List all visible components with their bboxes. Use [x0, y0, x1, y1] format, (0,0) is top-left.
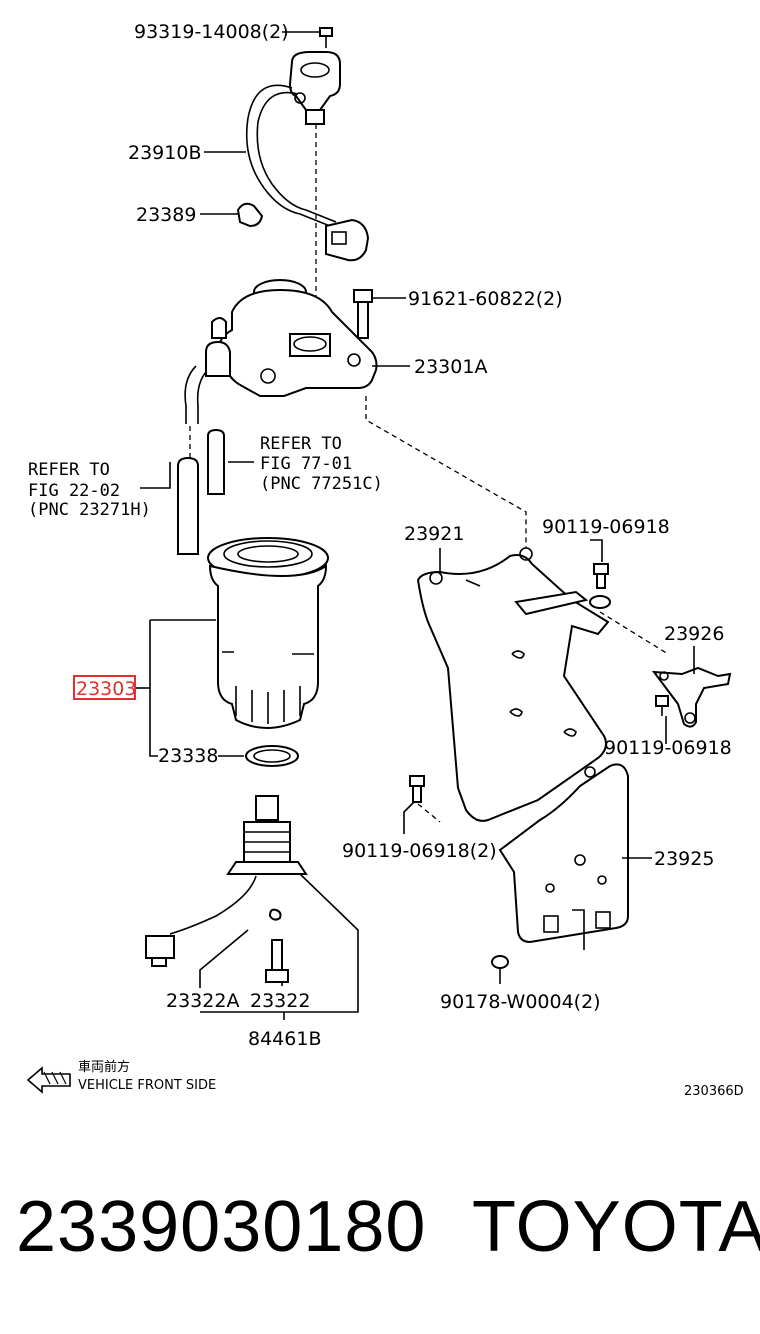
- refer-fig-77-line2: FIG 77-01: [260, 454, 352, 474]
- label-91621: 91621-60822(2): [408, 288, 563, 310]
- brand-name: TOYOTA: [472, 1187, 760, 1267]
- bolt-90119-a: [589, 563, 611, 609]
- highlight-box-23303: [73, 675, 136, 700]
- bracket-23926: [651, 666, 732, 728]
- sensor-connector: [288, 51, 341, 125]
- bracket-23921: [416, 547, 610, 822]
- label-90119-c: 90119-06918(2): [342, 840, 497, 862]
- leader-lines: [136, 31, 695, 1020]
- label-23322: 23322: [250, 990, 310, 1012]
- label-23389: 23389: [136, 204, 196, 226]
- front-arrow-icon: [26, 1066, 71, 1094]
- bracket-23925: [498, 763, 629, 950]
- front-label-en: VEHICLE FRONT SIDE: [78, 1078, 216, 1093]
- label-23303[interactable]: 23303: [76, 678, 136, 700]
- drawing-code: 230366D: [684, 1084, 744, 1099]
- part-number: 2339030180: [16, 1187, 427, 1267]
- label-23925: 23925: [654, 848, 714, 870]
- bolt-90119-b: [655, 695, 669, 716]
- label-90119-a: 90119-06918: [542, 516, 670, 538]
- bolt-90119-c: [409, 775, 441, 823]
- clamp-23389: [236, 202, 264, 228]
- label-23910b: 23910B: [128, 142, 201, 164]
- refer-fig-22-line3: (PNC 23271H): [28, 500, 151, 520]
- fuel-filter-23303: [207, 537, 329, 729]
- front-label-jp: 車両前方: [78, 1059, 130, 1075]
- label-23301a: 23301A: [414, 356, 487, 378]
- refer-fig-22-line2: FIG 22-02: [28, 481, 120, 501]
- wire-harness-23910b: [245, 84, 370, 262]
- label-90178: 90178-W0004(2): [440, 991, 601, 1013]
- screw-93319: [319, 27, 333, 48]
- label-23322a: 23322A: [166, 990, 239, 1012]
- parts-diagram: 93319-14008(2) 23910B 23389 91621-60822(…: [26, 21, 744, 1099]
- label-23921: 23921: [404, 523, 464, 545]
- gasket-23338: [245, 745, 299, 767]
- label-90119-b: 90119-06918: [604, 737, 732, 759]
- label-84461b: 84461B: [248, 1028, 321, 1050]
- water-sensor-84461b: [145, 795, 308, 983]
- bolt-91621: [353, 289, 373, 339]
- label-93319: 93319-14008(2): [134, 21, 289, 43]
- refer-fig-22-line1: REFER TO: [28, 460, 110, 480]
- label-23926: 23926: [664, 623, 724, 645]
- nut-90178: [491, 955, 509, 969]
- refer-fig-77-line3: (PNC 77251C): [260, 474, 383, 494]
- label-23338: 23338: [158, 745, 218, 767]
- hose-stubs: [177, 365, 225, 555]
- filter-head-23301a: [205, 279, 378, 397]
- footer: 2339030180 TOYOTA: [0, 1180, 760, 1290]
- refer-fig-77-line1: REFER TO: [260, 434, 342, 454]
